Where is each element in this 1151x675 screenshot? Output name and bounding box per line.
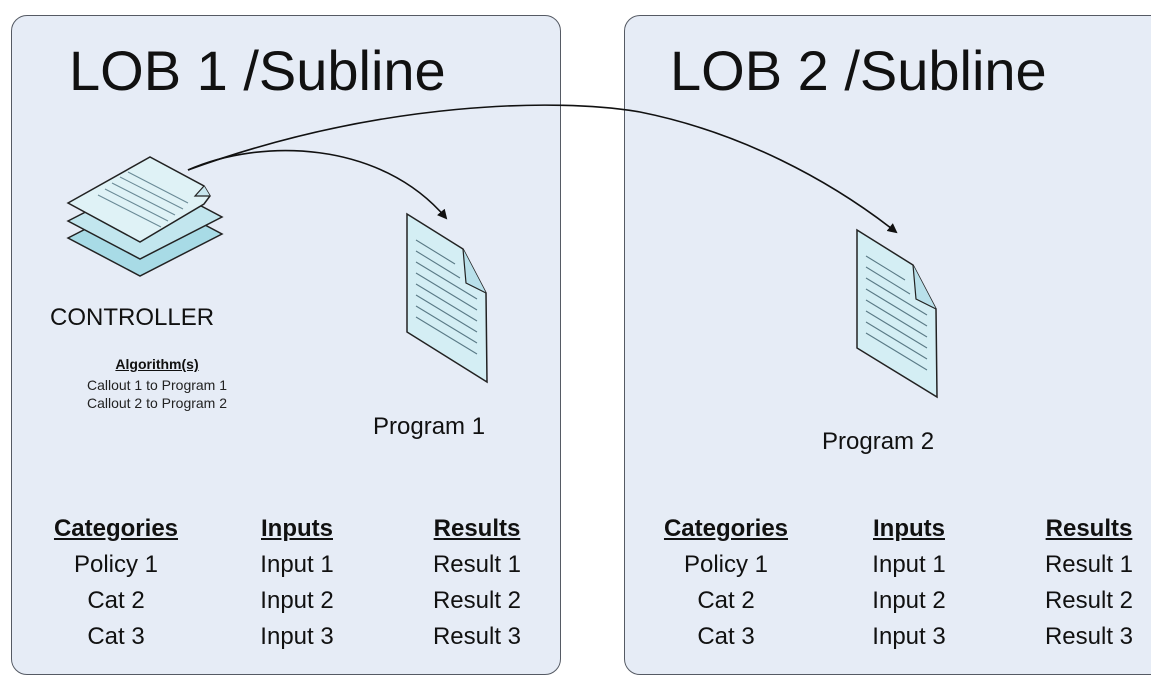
table-cell: Result 1 [432, 551, 522, 578]
results-column: Results Result 1 Result 2 Result 3 [412, 511, 542, 655]
inputs-header: Inputs [873, 515, 945, 542]
inputs-column: Inputs Input 1 Input 2 Input 3 [238, 511, 356, 655]
callout-line-2: Callout 2 to Program 2 [86, 395, 228, 411]
table-cell: Policy 1 [683, 551, 769, 578]
table-cell: Input 3 [872, 623, 946, 650]
categories-column: Categories Policy 1 Cat 2 Cat 3 [31, 511, 201, 655]
results-header: Results [1045, 515, 1133, 542]
categories-header: Categories [663, 515, 789, 542]
table-cell: Input 1 [872, 551, 946, 578]
table-cell: Result 2 [1044, 587, 1134, 614]
panel-title: LOB 1 /Subline [69, 39, 446, 102]
table-cell: Result 2 [432, 587, 522, 614]
results-header: Results [433, 515, 521, 542]
table-cell: Input 2 [872, 587, 946, 614]
categories-header: Categories [53, 515, 179, 542]
lob-2-panel: LOB 2 /Subline Program 2 Categories Poli… [624, 15, 1151, 675]
inputs-header: Inputs [261, 515, 333, 542]
table-cell: Result 1 [1044, 551, 1134, 578]
table-cell: Result 3 [1044, 623, 1134, 650]
categories-column: Categories Policy 1 Cat 2 Cat 3 [641, 511, 811, 655]
table-cell: Input 3 [260, 623, 334, 650]
panel-title: LOB 2 /Subline [670, 39, 1047, 102]
lob-1-panel: LOB 1 /Subline CONTROLLER Algorithm(s) C… [11, 15, 561, 675]
program-2-label: Program 2 [822, 428, 935, 455]
table-cell: Cat 2 [87, 587, 145, 614]
table-cell: Input 2 [260, 587, 334, 614]
table-cell: Input 1 [260, 551, 334, 578]
results-column: Results Result 1 Result 2 Result 3 [1024, 511, 1151, 655]
controller-label: CONTROLLER [50, 304, 215, 331]
algorithm-heading: Algorithm(s) [115, 356, 199, 372]
table-cell: Policy 1 [73, 551, 159, 578]
inputs-column: Inputs Input 1 Input 2 Input 3 [850, 511, 968, 655]
table-cell: Result 3 [432, 623, 522, 650]
program-1-label: Program 1 [373, 413, 486, 440]
table-cell: Cat 3 [697, 623, 755, 650]
table-cell: Cat 3 [87, 623, 145, 650]
table-cell: Cat 2 [697, 587, 755, 614]
callout-line-1: Callout 1 to Program 1 [86, 377, 228, 393]
